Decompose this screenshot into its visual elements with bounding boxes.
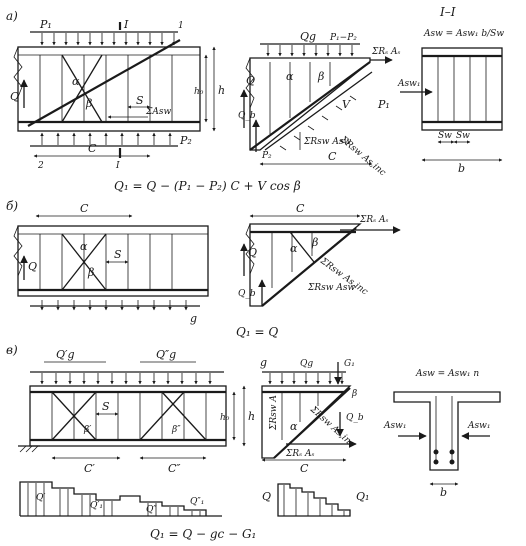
panel-v-free-body: g Qg G₁ β Q_b ΣRsw A ΣRsw As,inc α ΣRₛ A… — [260, 356, 369, 517]
label-q2-diag: Q″ — [146, 505, 157, 515]
label-qb-b: Q_b — [238, 289, 256, 299]
label-h0-a: h₀ — [194, 87, 204, 97]
label-b-t: b — [440, 486, 447, 499]
panel-v: в) — [6, 343, 501, 541]
label-c-fa: C — [328, 150, 337, 163]
label-c1: C′ — [84, 462, 95, 475]
label-q1-diag: Q′ — [36, 493, 45, 503]
label-q1b-diag: Q′₁ — [90, 501, 103, 511]
label-qg2: Q″g — [156, 348, 176, 361]
label-p2: P₂ — [179, 134, 192, 147]
formula-a: Q₁ = Q − (P₁ − P₂) C + V cos β — [114, 179, 301, 193]
label-q1-fv: Q₁ — [356, 490, 369, 503]
label-alpha-fv: α — [290, 420, 298, 433]
panel-v-tag: в) — [6, 343, 18, 357]
label-v: V — [342, 98, 351, 111]
label-beta1: β′ — [83, 425, 91, 435]
label-p2-fa: P₂ — [261, 151, 272, 161]
label-qg1: Q′g — [56, 348, 75, 361]
label-num2: 2 — [37, 161, 44, 171]
label-q-fv: Q — [262, 490, 271, 503]
panel-v-shear-diagram: Q′ Q′₁ Q″ Q″₁ — [19, 481, 222, 517]
label-rswasw-a: ΣRsw Asw — [303, 137, 351, 147]
label-asw1-left: Asw₁ — [383, 421, 406, 431]
label-asw-a: ΣAsw — [145, 107, 171, 117]
label-q2b-diag: Q″₁ — [190, 497, 204, 507]
label-alpha-b: α — [80, 240, 88, 253]
section-title: I–I — [439, 5, 456, 19]
label-qg-a: Qg — [300, 30, 316, 43]
label-beta-b: β — [87, 266, 94, 279]
label-h-a: h — [218, 84, 225, 97]
label-c-a: C — [88, 142, 97, 155]
label-b-sec: b — [458, 162, 465, 175]
label-c-fv: C — [300, 462, 309, 475]
label-rsas-a: ΣRₛ Aₛ — [371, 47, 401, 57]
panel-b-free-body: C ΣRₛ Aₛ Q Q_b α β ΣRsw Asw ΣRsw As,inc — [238, 202, 401, 307]
label-q-a: Q — [10, 90, 19, 103]
label-rsas-fv: ΣRₛ Aₛ — [285, 449, 315, 459]
panel-v-beam: Q′g Q″g S h₀ h β′ β″ C′ C″ — [18, 348, 255, 475]
label-s-a: S — [136, 94, 144, 107]
label-qg-fv: Qg — [300, 359, 313, 369]
formula-v: Q₁ = Q − gc − G₁ — [150, 527, 256, 541]
label-s-b: S — [114, 248, 122, 261]
label-q-fb: Q — [248, 246, 257, 259]
panel-a-tag: а) — [6, 9, 18, 23]
label-sw1: Sw — [438, 131, 452, 141]
panel-a-free-body: Qg P₁−P₂ ΣRₛ Aₛ Q Q_b α β V P₁ P₂ ΣRsw A… — [238, 30, 401, 178]
section-eq: Asw = Asw₁ b/Sw — [423, 29, 504, 39]
label-asw1-sec: Asw₁ — [397, 79, 420, 89]
label-p1-fa: P₁ — [377, 98, 390, 111]
label-p1: P₁ — [39, 18, 52, 31]
label-q-fa: Q — [246, 74, 255, 87]
label-sw2: Sw — [456, 131, 470, 141]
label-beta2: β″ — [171, 425, 181, 435]
label-qb-a: Q_b — [238, 111, 256, 121]
label-beta-fa: β — [317, 70, 324, 83]
label-p1p2: P₁−P₂ — [329, 33, 357, 43]
label-g-b: g — [190, 312, 197, 325]
label-q-b: Q — [28, 260, 37, 273]
panel-b-tag: б) — [6, 199, 18, 213]
label-h-v: h — [248, 410, 255, 423]
label-c-fb: C — [296, 202, 305, 215]
label-h0-v: h₀ — [220, 413, 230, 423]
label-rsw-inc-fv: ΣRsw As,inc — [307, 404, 356, 450]
panel-b-beam: C α β S Q g — [13, 202, 209, 325]
label-rsw-inc-a: ΣRsw As,inc — [337, 134, 387, 178]
label-section-bottom: I — [115, 161, 120, 171]
label-section-top: I — [123, 18, 129, 31]
panel-a: а) — [6, 5, 504, 193]
label-s-v: S — [102, 400, 110, 413]
label-beta-a: β — [85, 97, 92, 110]
label-c2: C″ — [168, 462, 181, 475]
panel-a-beam: P₁ I 1 α β S ΣAsw Q h₀ h P₂ C I 2 — [10, 18, 225, 171]
label-beta-fb: β — [311, 236, 318, 249]
label-g-fv: g — [260, 356, 267, 369]
label-qb-fv: Q_b — [346, 413, 364, 423]
panel-a-section: I–I Asw = Asw₁ b/Sw Asw₁ Sw Sw b — [397, 5, 504, 175]
label-c-b: C — [80, 202, 89, 215]
label-rsas-b: ΣRₛ Aₛ — [359, 215, 389, 225]
panel-b: б) C — [6, 199, 401, 339]
label-alpha-fb: α — [290, 242, 298, 255]
label-alpha-fa: α — [286, 70, 294, 83]
label-rswasw-b: ΣRsw Asw — [307, 283, 355, 293]
label-beta-fv: β — [351, 389, 357, 399]
tsection-eq: Asw = Asw₁ n — [415, 369, 479, 379]
label-asw1-right: Asw₁ — [467, 421, 490, 431]
label-g1-fv: G₁ — [344, 359, 355, 369]
label-rswa-fv: ΣRsw A — [269, 395, 279, 431]
panel-v-t-section: Asw = Asw₁ n Asw₁ Asw₁ b — [383, 369, 501, 499]
label-alpha-a: α — [72, 75, 80, 88]
formula-b: Q₁ = Q — [236, 325, 278, 339]
label-num1: 1 — [178, 21, 184, 31]
